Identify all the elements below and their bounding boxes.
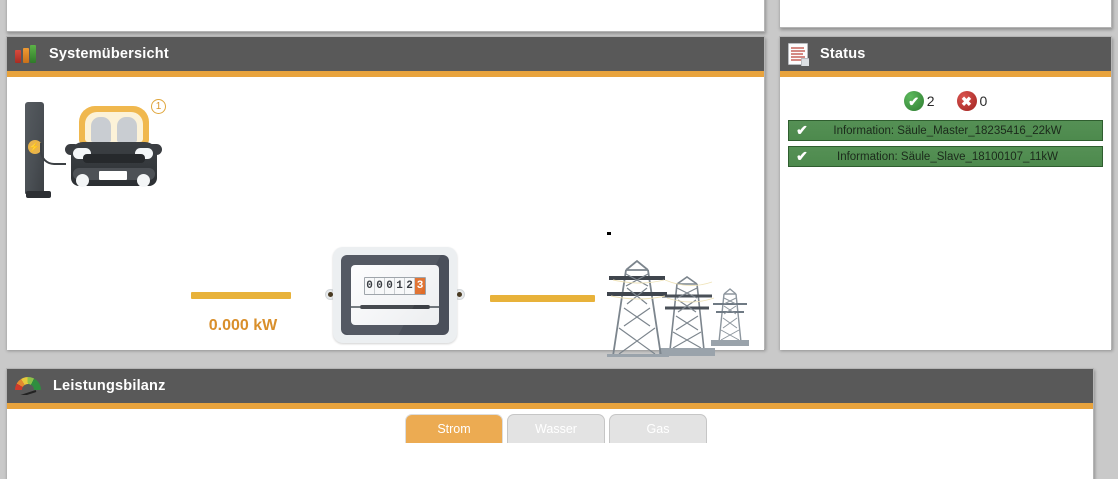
status-row[interactable]: ✔ Information: Säule_Slave_18100107_11kW <box>788 146 1103 167</box>
bar-chart-icon <box>15 45 37 63</box>
tab-gas[interactable]: Gas <box>609 414 707 443</box>
pylons-svg <box>607 232 749 363</box>
meter-digit-2: 0 <box>385 278 395 294</box>
status-counters: ✔ 2 ✖ 0 <box>788 91 1103 111</box>
flow-bar-left <box>191 292 291 299</box>
meter-digit-5: 3 <box>415 278 425 294</box>
top-left-panel-cutoff <box>6 0 765 32</box>
charging-station-icon: ⚡ <box>25 102 51 198</box>
tab-wasser[interactable]: Wasser <box>507 414 605 443</box>
system-overview-header: Systemübersicht <box>7 37 764 71</box>
charging-cable <box>40 143 66 165</box>
status-header: Status <box>780 37 1111 71</box>
status-ok-counter: ✔ 2 <box>903 91 935 111</box>
tab-strom[interactable]: Strom <box>405 414 503 443</box>
document-list-icon <box>788 43 809 66</box>
status-ok-count: 2 <box>926 93 935 109</box>
power-balance-title: Leistungsbilanz <box>53 378 166 394</box>
status-error-counter: ✖ 0 <box>956 91 988 111</box>
charger-count-badge: 1 <box>151 99 166 114</box>
status-body: ✔ 2 ✖ 0 ✔ Information: Säule_Master_18235… <box>780 77 1111 350</box>
power-accent-bar <box>7 403 1093 409</box>
electric-car-icon <box>61 106 166 194</box>
ev-charging-illustration: ⚡ <box>21 94 171 199</box>
status-row[interactable]: ✔ Information: Säule_Master_18235416_22kW <box>788 120 1103 141</box>
status-message-list: ✔ Information: Säule_Master_18235416_22kW… <box>788 120 1103 167</box>
meter-needle <box>351 305 439 309</box>
status-title: Status <box>820 46 866 62</box>
power-grid-pylons-icon <box>607 232 757 363</box>
meter-digit-1: 0 <box>375 278 385 294</box>
charger-base <box>26 191 51 198</box>
error-circle-icon: ✖ <box>956 91 977 111</box>
meter-digit-0: 0 <box>365 278 375 294</box>
status-error-count: 0 <box>979 93 988 109</box>
check-circle-icon: ✔ <box>903 91 924 111</box>
system-overview-body: ⚡ <box>7 77 764 363</box>
status-row-text: Information: Säule_Slave_18100107_11kW <box>837 150 1058 163</box>
check-icon: ✔ <box>796 148 808 164</box>
system-overview-panel: Systemübersicht ⚡ <box>6 36 765 363</box>
lightning-bolt-icon: ⚡ <box>27 140 42 154</box>
power-balance-header: Leistungsbilanz <box>7 369 1093 403</box>
status-row-text: Information: Säule_Master_18235416_22kW <box>833 124 1062 137</box>
status-panel: Status ✔ 2 ✖ 0 ✔ Information: Säule_Maste… <box>779 36 1112 350</box>
check-icon: ✔ <box>796 122 808 138</box>
top-right-panel-cutoff <box>779 0 1112 28</box>
system-overview-title: Systemübersicht <box>49 46 169 62</box>
flow-bar-right <box>490 295 595 302</box>
gauge-icon <box>15 377 41 395</box>
meter-digit-4: 2 <box>405 278 415 294</box>
system-accent-bar <box>7 71 764 77</box>
power-flow-value: 0.000 kW <box>208 317 278 334</box>
meter-digit-3: 1 <box>395 278 405 294</box>
status-accent-bar <box>780 71 1111 77</box>
